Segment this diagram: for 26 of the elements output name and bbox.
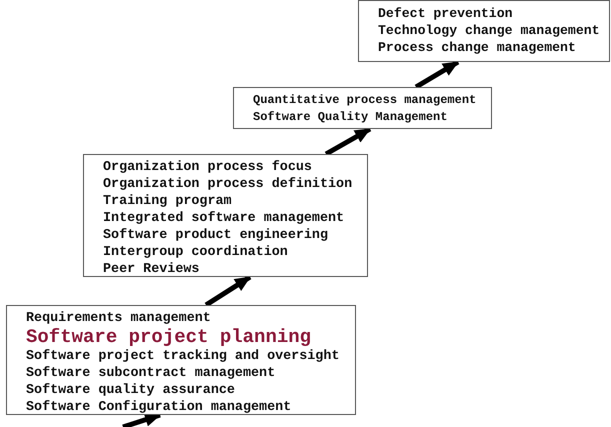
list-item: Software subcontract management — [26, 365, 276, 382]
list-item: Software Quality Management — [253, 109, 448, 126]
process-box — [358, 0, 610, 62]
list-item: Intergroup coordination — [103, 244, 289, 261]
list-item: Software quality assurance — [26, 382, 236, 399]
list-item: Software project planning — [26, 327, 312, 348]
list-item: Technology change management — [378, 22, 601, 39]
list-item: Organization process focus — [103, 159, 313, 176]
arrow — [122, 412, 161, 427]
list-item: Quantitative process management — [253, 92, 478, 109]
arrow — [324, 126, 372, 156]
process-box — [233, 87, 492, 129]
list-item: Training program — [103, 193, 233, 210]
list-item: Defect prevention — [378, 5, 514, 22]
list-item: Software Configuration management — [26, 399, 292, 416]
process-box — [83, 154, 368, 277]
arrow — [204, 274, 252, 308]
list-item: Organization process definition — [103, 176, 354, 193]
list-item: Integrated software management — [103, 210, 346, 227]
list-item: Process change management — [378, 39, 577, 56]
list-item: Software project tracking and oversight — [26, 348, 340, 365]
list-item: Peer Reviews — [103, 261, 200, 278]
list-item: Software product engineering — [103, 227, 329, 244]
arrow — [414, 60, 460, 90]
process-box — [6, 305, 356, 415]
list-item: Requirements management — [26, 310, 212, 327]
